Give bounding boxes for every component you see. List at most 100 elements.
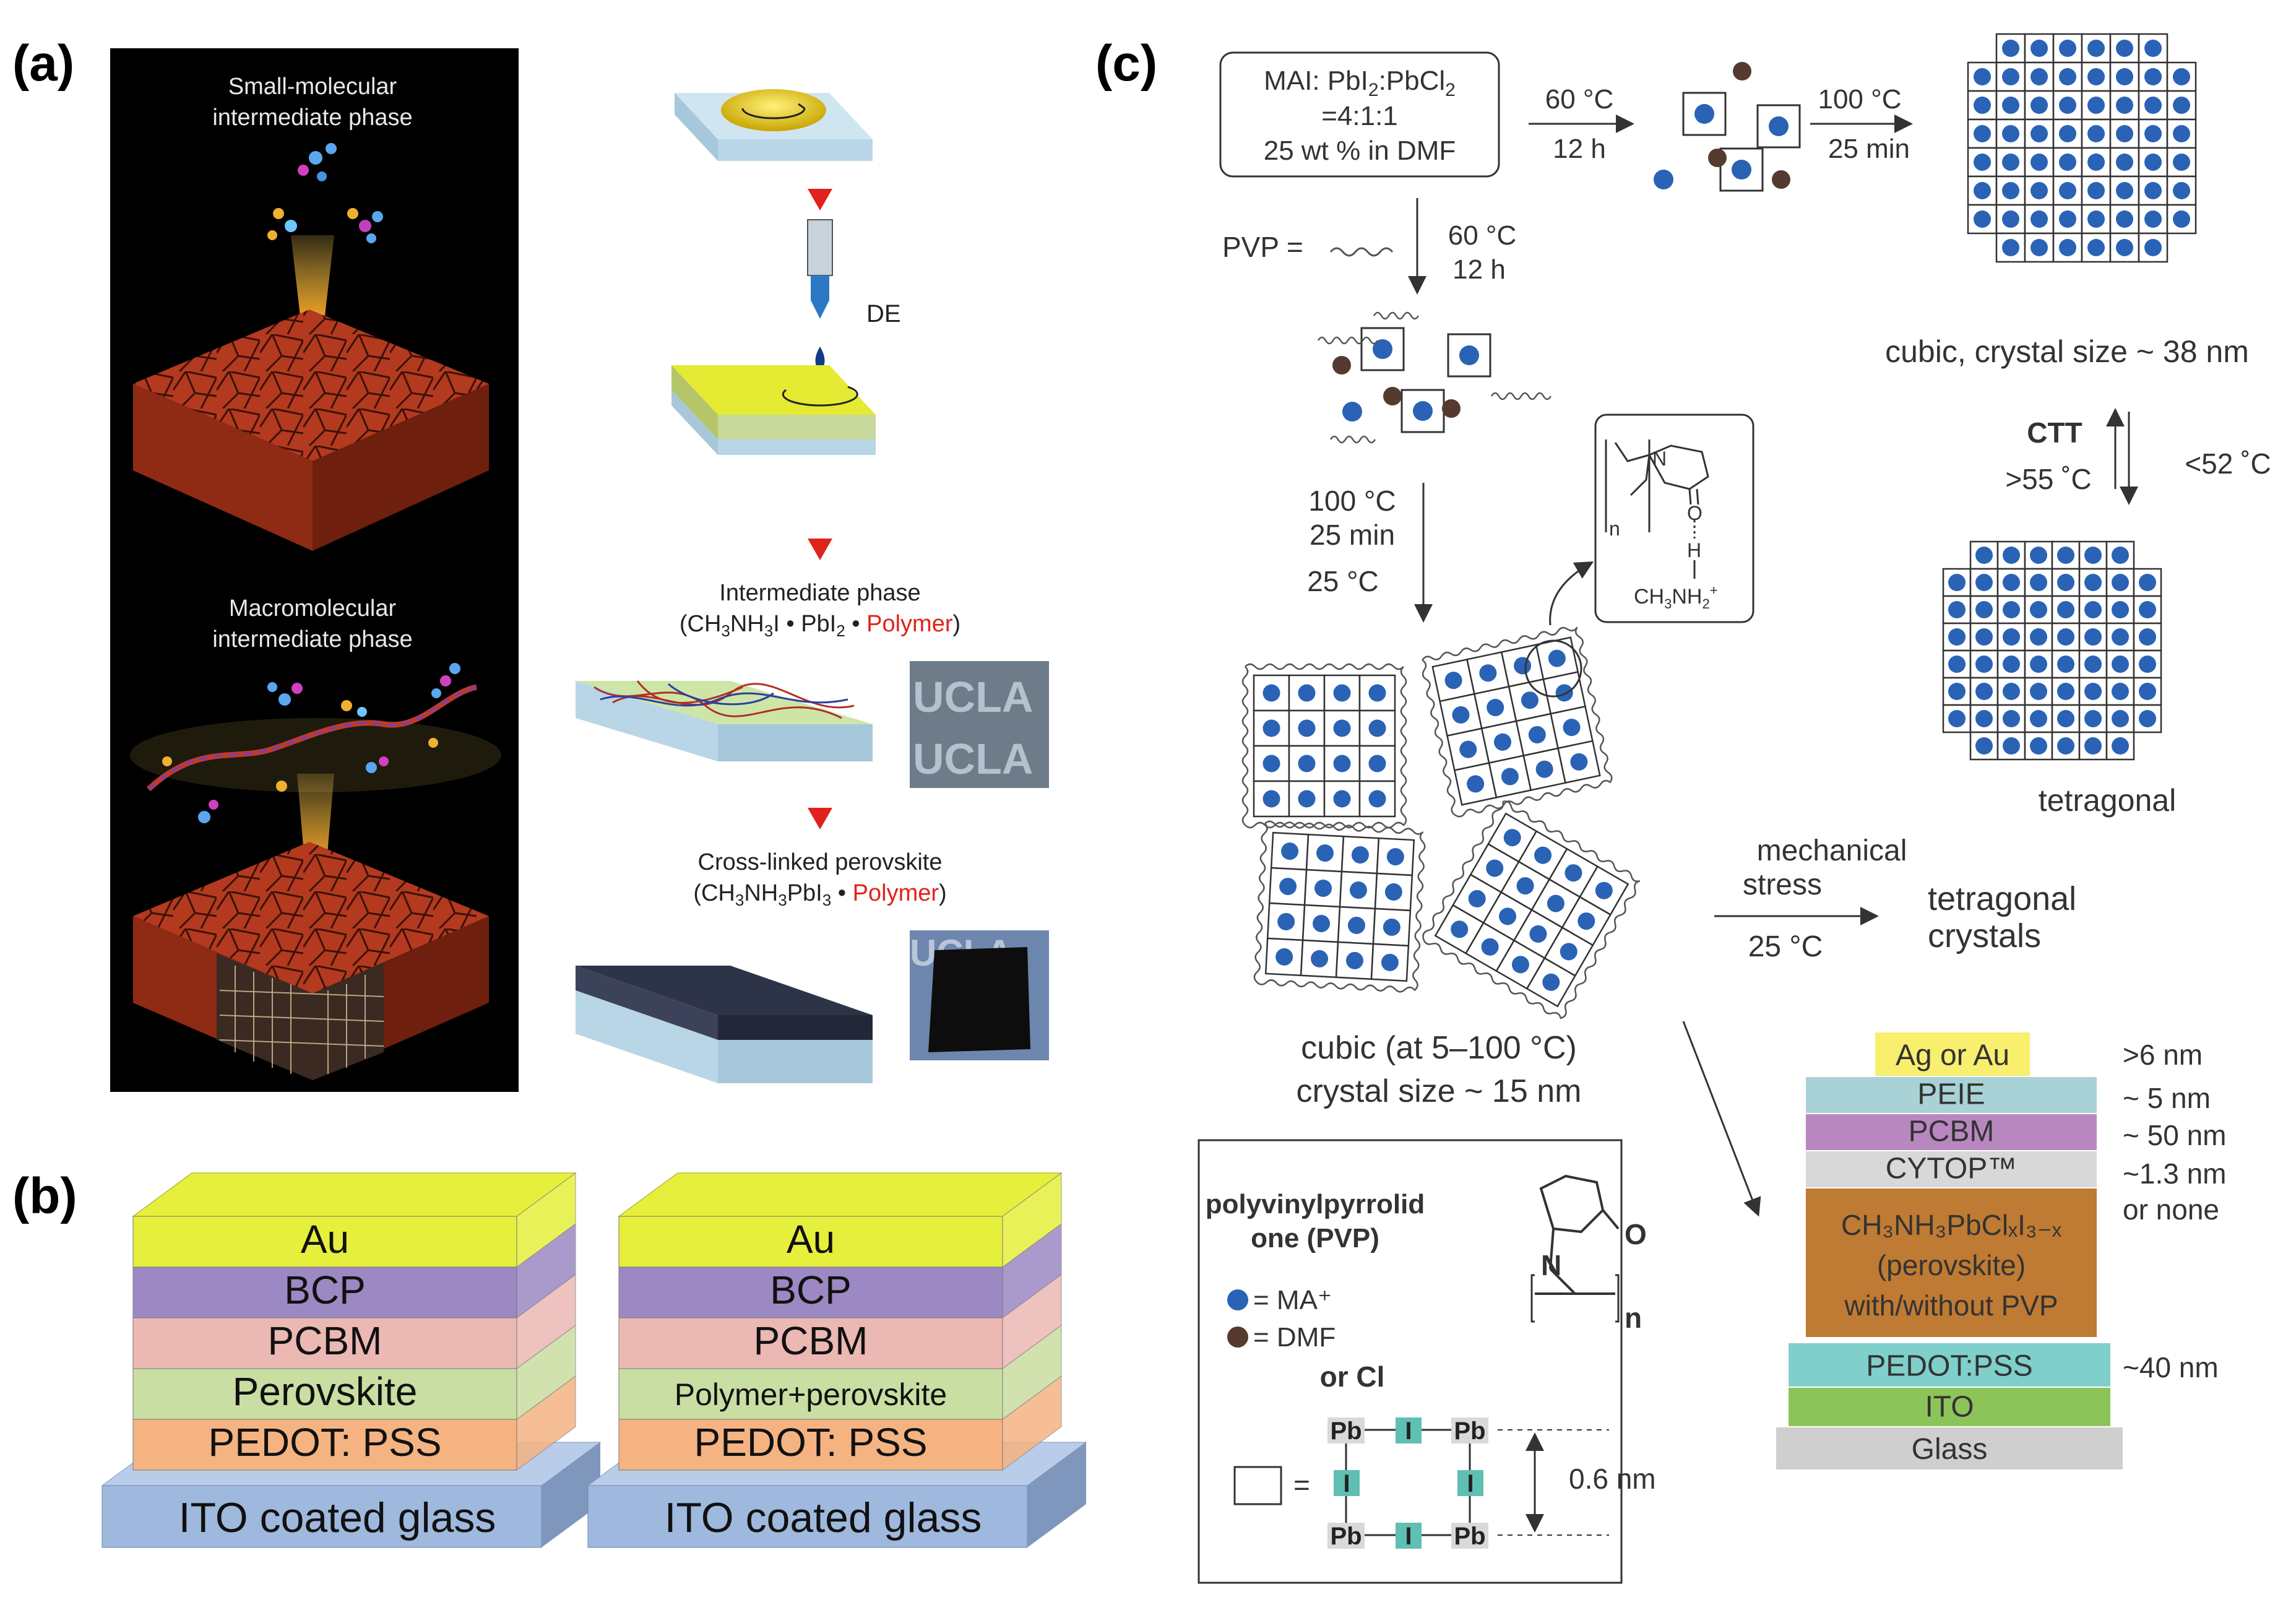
tetragonal-crystals-2: crystals [1928, 917, 2041, 954]
ma-ion-dot [2030, 737, 2047, 755]
ma-ion-dot [2031, 40, 2048, 57]
ma-ion-dot [1534, 846, 1552, 864]
red-arrow-1 [808, 189, 832, 210]
ma-ion-dot [2173, 68, 2190, 85]
ma-ion-dot [1487, 699, 1504, 717]
ma-ion-dot [1459, 740, 1477, 758]
ma-ion-dot [1529, 925, 1547, 943]
ma-ion-dot [1386, 848, 1404, 866]
perovskite-label-1: (perovskite) [1877, 1249, 2026, 1281]
pvp-chain [1317, 336, 1379, 345]
down1-temp: 60 °C [1448, 220, 1517, 251]
panel-a-label: (a) [12, 35, 74, 92]
legend-or-cl: or Cl [1320, 1361, 1385, 1393]
ma-ion-dot [1948, 628, 1966, 646]
ma-ion-dot [1563, 719, 1581, 737]
ma-ion-dot [2112, 683, 2129, 700]
svg-text:O: O [1687, 502, 1703, 524]
pvp-cubic-crystals-15nm [1241, 626, 1641, 1019]
ma-ion-dot [2139, 656, 2156, 673]
tetragonal-caption: tetragonal [2039, 783, 2176, 818]
ma-ion-dot [1974, 210, 1991, 228]
ma-ion-dot [2002, 40, 2019, 57]
precursor-cluster-top [1654, 62, 1801, 192]
ma-ion-dot [2087, 239, 2105, 256]
device-layer-label-0: Ag or Au [1896, 1039, 2009, 1072]
ma-ion-dot [2116, 97, 2133, 114]
device-layer-label-2: PCBM [1909, 1115, 1995, 1148]
mech-temp: 25 °C [1748, 930, 1823, 963]
ma-ion-dot [2084, 628, 2102, 646]
pb-i-unit-cell: Pb Pb Pb Pb I I I I [1327, 1417, 1488, 1550]
ma-ion-dot [2031, 97, 2048, 114]
ma-ion-dot [1975, 710, 1993, 727]
svg-text:n: n [1609, 517, 1620, 540]
ma-ion-dot [1479, 664, 1497, 682]
ma-ion-dot [1298, 755, 1316, 773]
ma-ion-dot [2002, 97, 2019, 114]
ma-ion-dot [1298, 684, 1316, 702]
stack-label-ito: ITO coated glass [179, 1494, 496, 1541]
ma-ion-dot [1975, 601, 1993, 618]
panel-b-label: (b) [12, 1168, 77, 1224]
svg-text:UCLA: UCLA [913, 673, 1033, 721]
ma-ion-dot [2144, 239, 2162, 256]
small-title-1: Small-molecular [228, 74, 397, 100]
cubic-15-caption-2: crystal size ~ 15 nm [1297, 1073, 1582, 1109]
ma-ion-dot [1381, 953, 1399, 971]
ma-ion-dot [2144, 125, 2162, 142]
svg-text:I: I [1467, 1470, 1474, 1497]
ma-ion-dot [2173, 182, 2190, 199]
ma-ion-dot [2031, 239, 2048, 256]
legend-dmf: = DMF [1253, 1322, 1336, 1352]
ma-ion-dot [2003, 547, 2020, 564]
ma-ion-dot [2173, 97, 2190, 114]
ma-ion-dot [2059, 154, 2076, 171]
ma-ion-dot [2084, 547, 2102, 564]
crosslinked-formula: (CH3NH3PbI3 • Polymer) [693, 880, 946, 909]
ma-ion-dot [2116, 210, 2133, 228]
ma-ion-dot [2116, 182, 2133, 199]
ma-ion-dot [2084, 710, 2102, 727]
device-layer-0 [1875, 1032, 2030, 1076]
ma-ion-dot [1503, 829, 1521, 847]
device-layer-1 [1806, 1077, 2097, 1113]
deposition-beam-bottom [297, 774, 334, 860]
ma-ion-dot [2087, 182, 2105, 199]
ma-dot-legend [1227, 1289, 1248, 1310]
ma-ion-dot [1368, 684, 1386, 702]
legend-pvp-O: O [1625, 1218, 1647, 1250]
ma-ion-dot [2057, 574, 2074, 591]
unit-cell-square [1233, 1466, 1282, 1505]
ma-ion-dot [1948, 656, 1966, 673]
ma-ion-dot [2116, 239, 2133, 256]
ma-ion-dot [1275, 948, 1293, 966]
macro-title-2: intermediate phase [212, 626, 412, 652]
dmf-dot [1708, 149, 1727, 167]
ma-ion-dot [2112, 628, 2129, 646]
ma-ion-dot [1511, 956, 1529, 974]
legend-title-2: one (PVP) [1251, 1223, 1379, 1253]
perovskite-film-block-top [133, 309, 489, 551]
ma-ion-dot [2057, 737, 2074, 755]
dmf-dot [1442, 399, 1461, 418]
ma-ion-dot [2031, 210, 2048, 228]
ma-ion-dot [1516, 877, 1534, 895]
lattice-cell [1995, 175, 2026, 206]
ma-ion-dot [2116, 125, 2133, 142]
recipe-box [1219, 51, 1500, 178]
device-layer-6 [1789, 1388, 2110, 1426]
ma-ion-dot [1494, 733, 1512, 751]
ma-ion-dot [1368, 755, 1386, 773]
ma-ion-dot [2059, 239, 2076, 256]
ma-ion-dot [1975, 683, 1993, 700]
ma-ion-dot [2144, 182, 2162, 199]
ma-ion-dot [2057, 683, 2074, 700]
lattice-cell [2166, 204, 2197, 235]
ma-ion-dot [1313, 914, 1331, 932]
small-molecule-cluster [267, 143, 383, 243]
hydrogen-bond-structure-box: n N O H CH3NH2+ [1594, 413, 1754, 623]
ma-ion-dot [2002, 210, 2019, 228]
dmf-dot [1332, 356, 1351, 374]
